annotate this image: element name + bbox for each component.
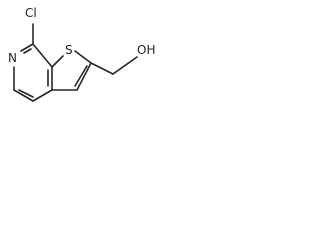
bond-c2-ch2 — [90, 62, 114, 75]
bond-s-c2 — [74, 50, 92, 64]
molecule-svg: Cl N S OH — [8, 6, 155, 102]
bond-c5-c4-inner — [18, 89, 34, 98]
sulfur-label: S — [65, 43, 73, 57]
bond-c2-c3-inner — [74, 65, 88, 87]
bond-c7a-c7 — [32, 43, 53, 68]
structure-diagram: Cl N S OH — [0, 0, 217, 133]
bond-c4-c3a — [32, 89, 53, 102]
bond-c2-c3 — [76, 62, 92, 91]
bond-c7-n6-inner — [23, 48, 32, 54]
bond-ch2-o — [112, 56, 138, 75]
hydroxyl-label: OH — [137, 43, 155, 57]
bond-c7a-s — [51, 55, 64, 68]
nitrogen-label: N — [8, 51, 17, 65]
chlorine-label: Cl — [25, 6, 37, 20]
bond-c7-n6 — [20, 43, 34, 52]
bond-c5-c4 — [13, 89, 34, 102]
